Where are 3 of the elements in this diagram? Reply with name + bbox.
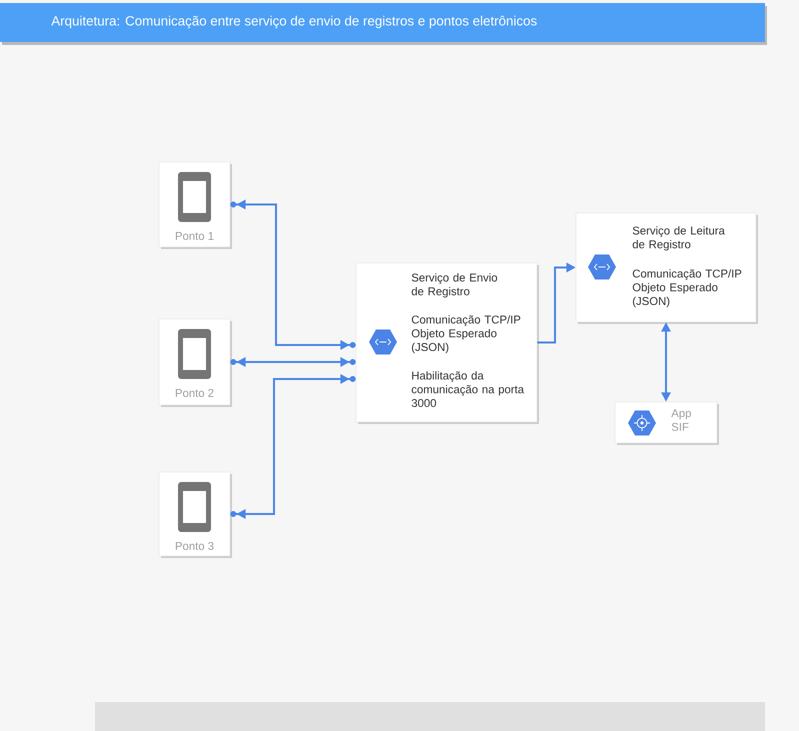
double-arrow: [230, 374, 356, 519]
title-bar: Arquitetura: Comunicação entre serviço de envio de registros e pontos eletrônicos: [0, 3, 767, 45]
double-arrow: [230, 357, 356, 367]
